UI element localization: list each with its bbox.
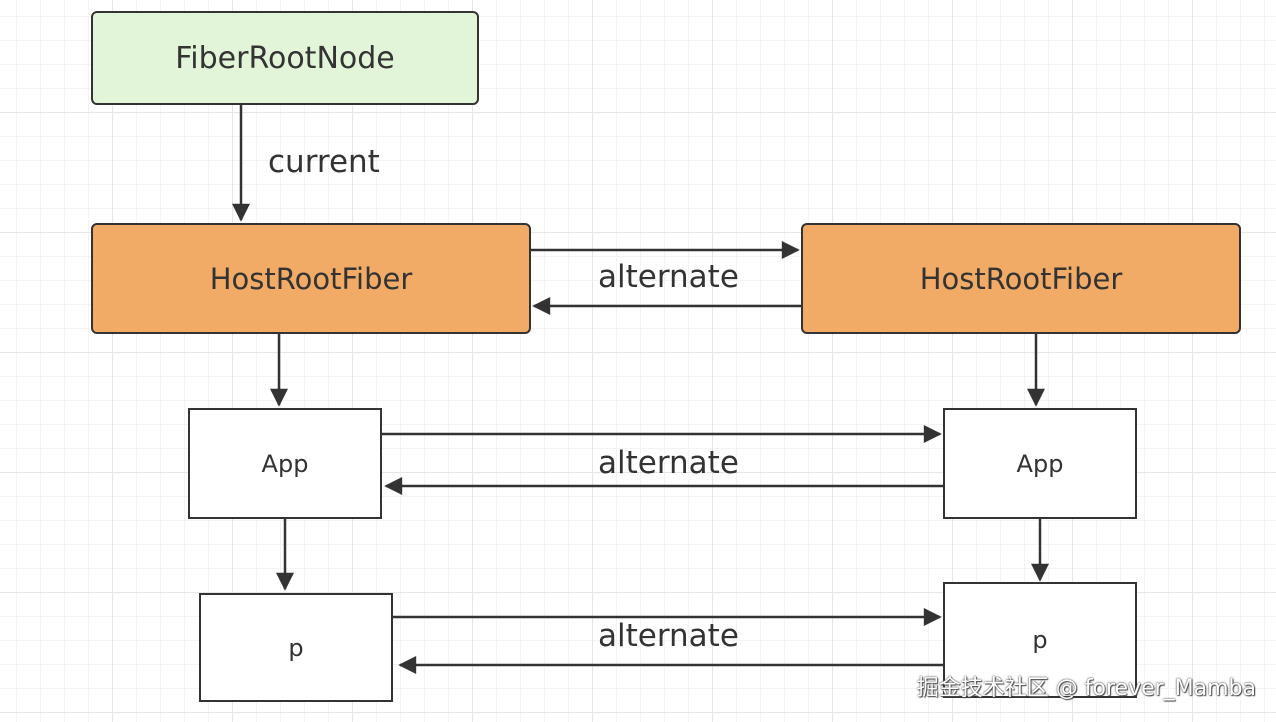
app-node-alternate: App <box>943 408 1137 519</box>
host-root-fiber-alternate: HostRootFiber <box>801 223 1241 334</box>
app-node-alternate-label: App <box>1016 449 1064 478</box>
p-node-alternate: p <box>943 582 1137 698</box>
host-root-fiber-current-label: HostRootFiber <box>209 261 413 296</box>
fiber-root-node: FiberRootNode <box>91 11 479 105</box>
watermark: 掘金技术社区 @ forever_Mamba <box>916 676 1256 701</box>
host-root-fiber-alternate-label: HostRootFiber <box>919 261 1123 296</box>
host-alternate-label: alternate <box>598 259 739 295</box>
p-alternate-label: alternate <box>598 618 739 654</box>
app-node-current: App <box>188 408 382 519</box>
p-node-current-label: p <box>288 633 304 662</box>
p-node-current: p <box>199 593 393 702</box>
p-node-alternate-label: p <box>1032 626 1048 654</box>
current-label: current <box>268 144 380 180</box>
fiber-root-node-label: FiberRootNode <box>175 40 395 76</box>
app-node-current-label: App <box>261 449 309 478</box>
app-alternate-label: alternate <box>598 445 739 481</box>
host-root-fiber-current: HostRootFiber <box>91 223 531 334</box>
